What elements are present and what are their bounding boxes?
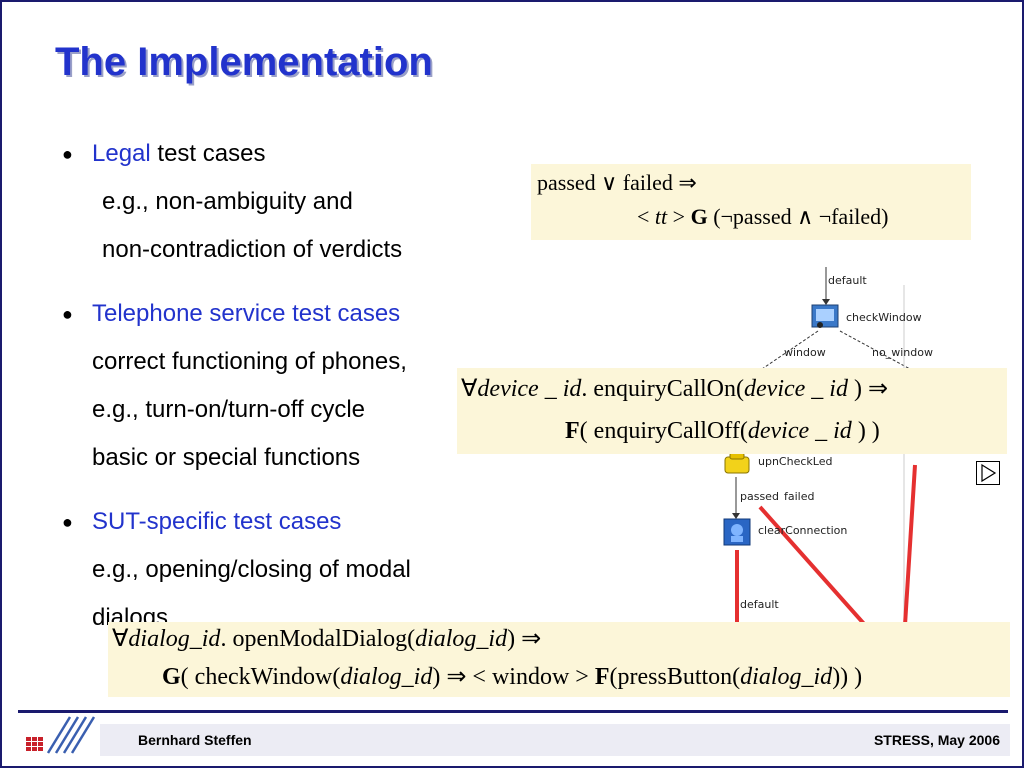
bullet-text: e.g., opening/closing of modal [92, 556, 411, 583]
edge-label-window: window [784, 346, 826, 359]
formula-line: G( checkWindow(dialog_id) ⇒ < window > F… [162, 664, 863, 690]
formula-box-legal: passed ∨ failed ⇒ < tt > G (¬passed ∧ ¬f… [531, 164, 971, 240]
formula-line: passed ∨ failed ⇒ [537, 170, 697, 195]
edge-red-failed [758, 505, 867, 625]
bullet-text: e.g., non-ambiguity and [102, 188, 353, 215]
formula-box-sut: ∀dialog_id. openModalDialog(dialog_id) ⇒… [108, 622, 1010, 697]
edge-window [761, 330, 819, 370]
university-logo-icon [26, 716, 96, 754]
bullet-heading: Legal test cases [92, 140, 266, 167]
footer-event: STRESS, May 2006 [873, 732, 1000, 748]
bullet-heading: Telephone service test cases [92, 300, 401, 327]
bullet-text: correct functioning of phones, [92, 348, 407, 375]
edge-label-no-window: no_window [872, 346, 933, 359]
arrow-head [732, 513, 740, 519]
bullet-list: ● Legal test cases e.g., non-ambiguity a… [62, 138, 522, 650]
bullet-legal: ● Legal test cases e.g., non-ambiguity a… [62, 138, 522, 282]
bullet-telephone: ● Telephone service test cases correct f… [62, 298, 522, 490]
formula-line: ∀dialog_id. openModalDialog(dialog_id) ⇒ [112, 626, 542, 652]
play-icon [981, 463, 997, 483]
play-button[interactable] [976, 461, 1000, 485]
bullet-dot: ● [62, 304, 73, 324]
formula-box-telephone: ∀device _ id. enquiryCallOn(device _ id … [457, 368, 1007, 454]
node-label-check-window: checkWindow [846, 311, 922, 324]
footer-band [100, 724, 1010, 756]
footer-author: Bernhard Steffen [138, 732, 252, 748]
edge-red-right [903, 464, 917, 625]
arrow-head [822, 299, 830, 305]
edge-label-default-bottom: default [740, 598, 779, 611]
slide-title: The Implementation [55, 40, 433, 84]
bullet-sut: ● SUT-specific test cases e.g., opening/… [62, 506, 522, 650]
formula-line: ∀device _ id. enquiryCallOn(device _ id … [461, 376, 889, 402]
bullet-dot: ● [62, 512, 73, 532]
bullet-dot: ● [62, 144, 73, 164]
edge-no-window [839, 330, 911, 370]
bullet-text: non-contradiction of verdicts [102, 236, 403, 263]
node-label-clear-connection: clearConnection [758, 524, 848, 537]
edge-label-default: default [828, 274, 867, 287]
edge-label-passed: passed [740, 490, 779, 503]
edge-label-failed: failed [784, 490, 815, 503]
formula-line: < tt > G (¬passed ∧ ¬failed) [637, 204, 889, 229]
bullet-text: basic or special functions [92, 444, 361, 471]
node-label-upn-check-led: upnCheckLed [758, 455, 833, 468]
bullet-heading: SUT-specific test cases [92, 508, 342, 535]
footer-rule [18, 710, 1008, 713]
diagram-edges [732, 267, 917, 625]
formula-line: F( enquiryCallOff(device _ id ) ) [565, 418, 880, 444]
clear-connection-node-icon [723, 518, 751, 546]
phone-node-icon [724, 452, 750, 474]
bullet-text: e.g., turn-on/turn-off cycle [92, 396, 366, 423]
check-window-node-icon [811, 304, 839, 328]
test-graph-diagram: default checkWindow window no_window upn… [700, 265, 1000, 625]
